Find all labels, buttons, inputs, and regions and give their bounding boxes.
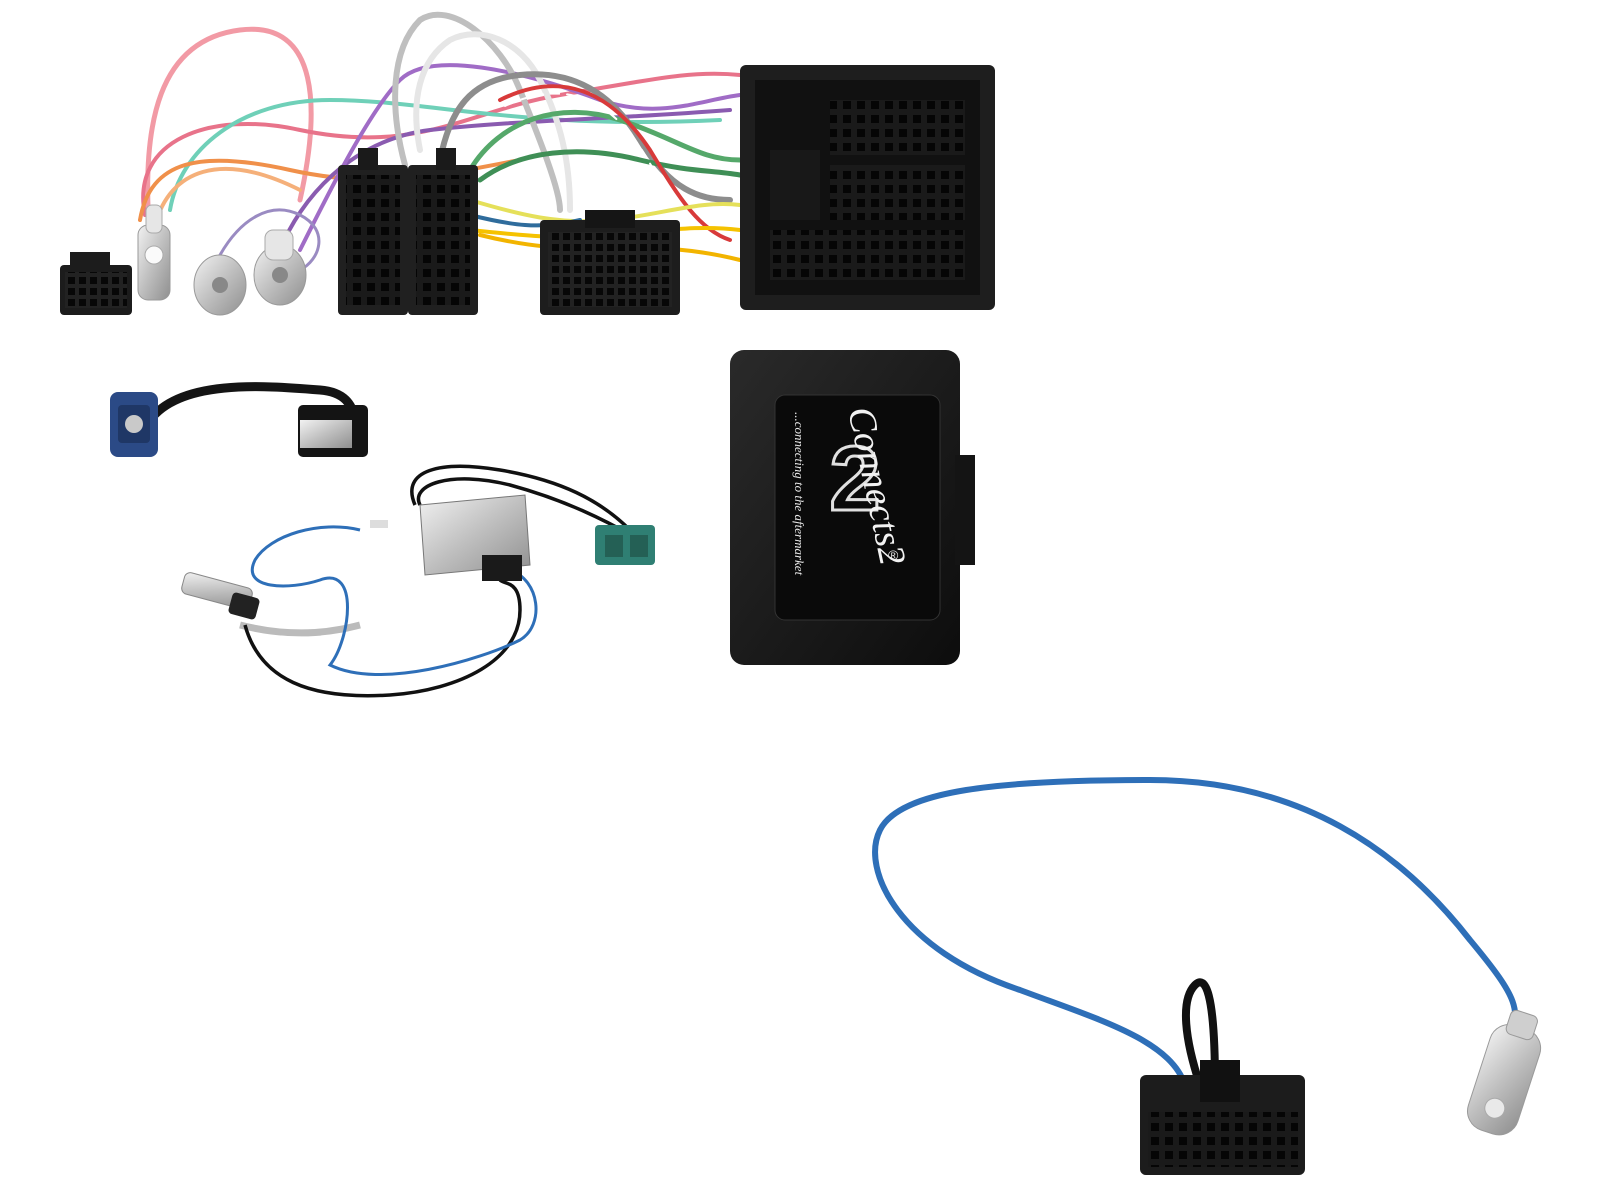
antenna-plug-left: [137, 204, 171, 301]
iso-speaker-connector: [408, 148, 478, 315]
antenna-socket-pair: [193, 229, 307, 316]
head-unit-connector: [540, 210, 680, 315]
iso-power-speaker-harness: [60, 11, 995, 316]
fakra-antenna-adapter: [181, 464, 655, 698]
logo-registered-mark: ®: [888, 547, 899, 563]
steering-control-interface-box: 2 Connects2 ...connecting to the afterma…: [730, 350, 975, 665]
patch-lead-with-antenna-socket: [872, 776, 1542, 1175]
wire-loom: [138, 11, 743, 272]
iso-power-connector: [338, 148, 408, 315]
logo-tagline: ...connecting to the aftermarket: [792, 412, 807, 576]
fakra-to-usb-adapter: [110, 382, 368, 457]
svg-text:2: 2: [829, 428, 880, 530]
vehicle-quadlock-connector: [740, 65, 995, 310]
six-pin-connector: [60, 252, 132, 315]
